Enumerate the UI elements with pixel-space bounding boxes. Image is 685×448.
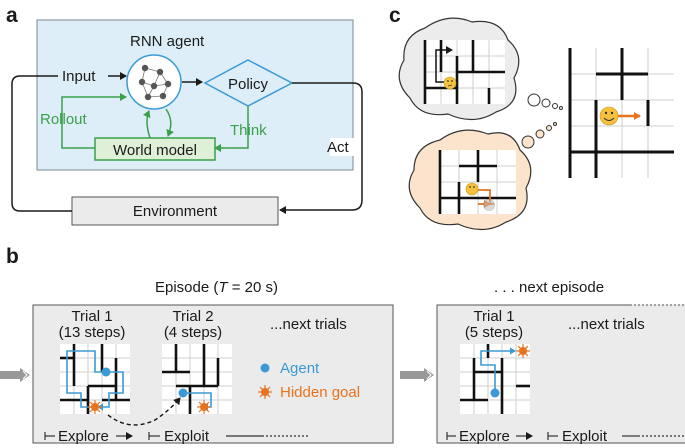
next-trials-label: ...next trials <box>270 316 347 333</box>
between-episodes-arrow <box>400 368 434 382</box>
thinking-face-icon <box>443 76 457 90</box>
thinking-face-icon <box>465 182 479 196</box>
maze-thought-peach <box>438 150 516 214</box>
environment-label: Environment <box>133 203 218 220</box>
dashed-arrow-icon <box>107 397 181 426</box>
timeline-next-episode <box>446 432 684 440</box>
maze-thought-gray <box>423 40 505 104</box>
policy-label: Policy <box>228 76 269 93</box>
nn-to-wm-arrow <box>165 108 174 137</box>
ne-explore-label: Explore <box>459 428 510 445</box>
explore-label: Explore <box>58 428 109 445</box>
feedback-line <box>11 75 72 212</box>
act-label: Act <box>327 139 350 156</box>
rollout-label: Rollout <box>40 111 88 128</box>
exploit-label: Exploit <box>164 428 210 445</box>
left-entry-arrow <box>0 368 30 382</box>
world-model-label: World model <box>113 142 197 159</box>
episode-title: Episode (T = 20 s) <box>155 279 278 296</box>
sun-goal-icon <box>516 344 530 358</box>
input-label: Input <box>62 68 96 85</box>
trial1-label: Trial 1 <box>71 308 112 325</box>
rollout-arrow <box>61 93 127 149</box>
ne-trial1-maze <box>460 344 530 414</box>
trial2-label: Trial 2 <box>172 308 213 325</box>
panel-label-c: c <box>389 4 401 27</box>
ne-next-trials-label: ...next trials <box>568 316 645 333</box>
wm-to-nn-arrow <box>142 110 151 139</box>
panel-label-a: a <box>6 4 18 27</box>
timeline-episode <box>44 432 310 440</box>
thought-bubbles-gray <box>527 93 563 110</box>
agent-dot <box>490 388 500 398</box>
thought-bubbles-peach <box>521 122 557 149</box>
ne-exploit-label: Exploit <box>562 428 608 445</box>
agent-dot <box>101 367 111 377</box>
next-episode-title: . . . next episode <box>494 279 604 296</box>
environment-box <box>71 196 279 226</box>
think-arrow <box>214 106 249 152</box>
trial2-steps: (4 steps) <box>164 324 222 341</box>
sun-goal-icon <box>88 400 102 414</box>
neural-network-icon <box>126 54 182 110</box>
rnn-agent-title: RNN agent <box>130 33 205 50</box>
goal-legend-label: Hidden goal <box>280 384 360 401</box>
main-maze <box>568 48 674 178</box>
trial1-steps: (13 steps) <box>59 324 126 341</box>
panel-label-b: b <box>6 245 19 268</box>
sun-goal-icon <box>197 400 211 414</box>
ne-trial1-label: Trial 1 <box>473 308 514 325</box>
agent-dot <box>178 388 188 398</box>
agent-legend-dot <box>260 363 270 373</box>
sun-goal-icon <box>258 385 272 399</box>
smiling-face-icon <box>599 106 619 126</box>
trial2-maze <box>162 344 232 414</box>
act-label-bg <box>330 138 356 156</box>
agent-legend-label: Agent <box>280 360 320 377</box>
ne-trial1-steps: (5 steps) <box>465 324 523 341</box>
act-arrow <box>279 82 363 214</box>
think-label: Think <box>230 122 267 139</box>
smiling-face-icon <box>483 199 495 211</box>
